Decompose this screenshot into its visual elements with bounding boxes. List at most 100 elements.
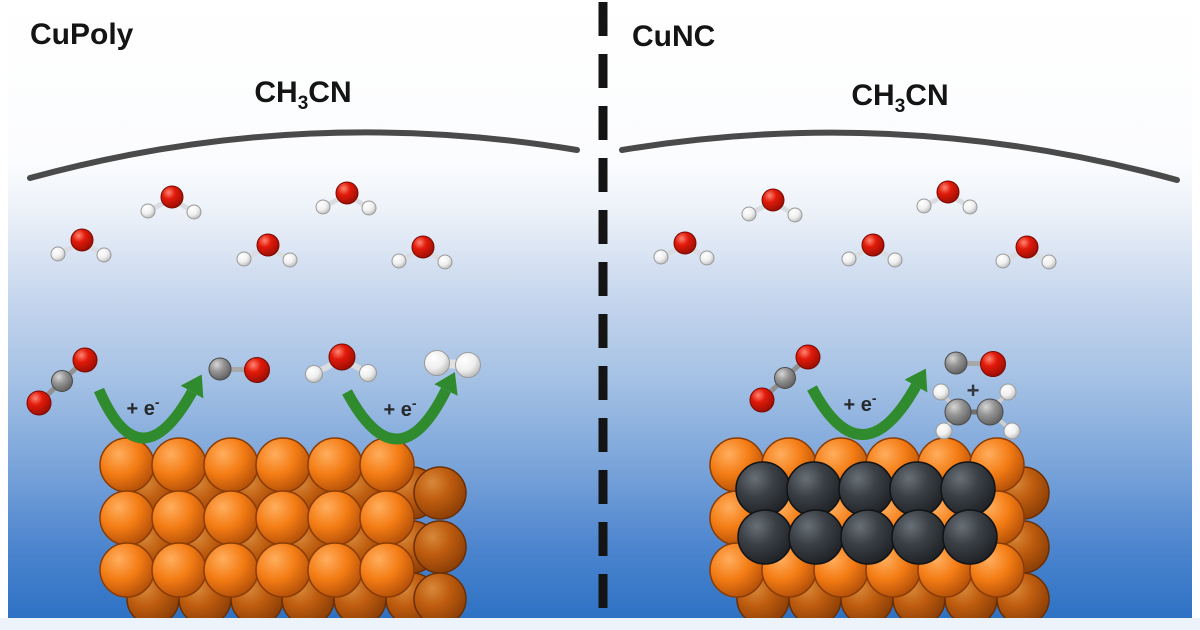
dark-atom	[786, 461, 842, 517]
dark-atom	[840, 509, 896, 565]
hydrogen-atom	[361, 200, 377, 216]
oxygen-atom	[244, 357, 270, 383]
hydrogen-atom	[699, 250, 715, 266]
plus-sign: +	[967, 378, 980, 403]
panel-cunc: CuNC CH3CN + e- +	[632, 20, 1057, 626]
dark-atom	[942, 509, 998, 565]
hydrogen-atom	[999, 383, 1017, 401]
water-molecule	[140, 185, 202, 220]
solvent-pre: CH	[254, 76, 297, 109]
hydrogen-atom	[787, 207, 803, 223]
copper-atom	[255, 437, 311, 493]
copper-atom	[307, 437, 363, 493]
hydrogen-atom	[935, 422, 953, 440]
meniscus-arc-left	[27, 129, 580, 181]
oxygen-atom	[980, 351, 1006, 377]
water-molecule	[305, 343, 377, 383]
co-molecule	[208, 357, 270, 383]
copper-atom	[99, 542, 155, 598]
hydrogen-atom	[96, 247, 112, 263]
hydrogen-atom	[186, 204, 202, 220]
water-molecule	[315, 181, 377, 216]
water-molecule	[236, 233, 298, 268]
arrow-curve	[807, 383, 921, 440]
solvent-post: CN	[905, 79, 948, 112]
hydrogen-atom	[962, 199, 978, 215]
arrow-curve	[342, 387, 451, 445]
co2-molecule	[26, 347, 98, 416]
carbon-atom	[208, 357, 232, 381]
electron-transfer-arrow	[807, 368, 928, 440]
dark-atom	[889, 461, 945, 517]
oxygen-atom	[1015, 235, 1039, 259]
dark-atom	[838, 461, 894, 517]
copper-atom-back	[413, 466, 467, 520]
solvent-sub: 3	[298, 93, 309, 114]
hydrogen-atom	[282, 252, 298, 268]
carbon-atom	[944, 351, 968, 375]
solvent-pre: CH	[851, 79, 894, 112]
copper-slab-right	[709, 437, 1050, 626]
hydrogen-atom	[1041, 254, 1057, 270]
arrow-head	[434, 372, 458, 396]
copper-atom	[203, 490, 259, 546]
arrow-head	[904, 368, 928, 393]
solvent-label-right: CH3CN	[851, 79, 948, 117]
carbon-atom	[976, 398, 1004, 426]
copper-atom	[307, 542, 363, 598]
panel-title-cupoly: CuPoly	[30, 18, 134, 51]
solvent-sub: 3	[895, 96, 906, 117]
oxygen-atom	[795, 344, 821, 370]
electron-label-main: + e	[383, 399, 411, 421]
hydrogen-atom	[455, 352, 481, 378]
hydrogen-atom	[424, 350, 450, 376]
dark-atom	[788, 509, 844, 565]
oxygen-atom	[72, 347, 98, 373]
hydrogen-atom	[236, 251, 252, 267]
copper-atom	[255, 490, 311, 546]
hydrogen-atom	[841, 251, 857, 267]
oxygen-atom	[936, 180, 960, 204]
panel-cupoly: CuPoly CH3CN + e- + e-	[26, 18, 481, 626]
electron-label-sup: -	[872, 390, 877, 406]
carbon-atom	[944, 398, 972, 426]
water-molecules-right	[653, 180, 1057, 270]
oxygen-atom	[26, 390, 52, 416]
oxygen-atom	[861, 233, 885, 257]
oxygen-atom	[761, 188, 785, 212]
hydrogen-atom	[932, 383, 950, 401]
hydrogen-atom	[50, 246, 66, 262]
hydrogen-atom	[653, 249, 669, 265]
copper-atom	[359, 437, 415, 493]
arrow-head	[180, 374, 204, 399]
dark-atom	[735, 461, 791, 517]
electron-label-main: + e	[126, 398, 154, 420]
hydrogen-atom	[916, 198, 932, 214]
electron-label-main: + e	[843, 394, 871, 416]
reactions-right	[749, 344, 1021, 440]
dark-atom	[891, 509, 947, 565]
copper-atom	[151, 437, 207, 493]
water-molecule	[741, 188, 803, 223]
water-molecule	[916, 180, 978, 215]
electron-transfer-arrow	[342, 372, 458, 445]
oxygen-atom	[411, 235, 435, 259]
h2-molecule	[424, 350, 481, 378]
hydrogen-atom	[140, 203, 156, 219]
reactions-left	[26, 343, 481, 445]
copper-atom	[203, 437, 259, 493]
electron-label-2: + e-	[383, 395, 416, 421]
electron-label-sup: -	[155, 394, 160, 410]
copper-atom	[359, 542, 415, 598]
hydrogen-atom	[437, 254, 453, 270]
oxygen-atom	[335, 181, 359, 205]
water-molecule	[995, 235, 1057, 270]
electron-label-sup: -	[412, 395, 417, 411]
hydrogen-atom	[359, 364, 377, 382]
arrow-curve	[93, 387, 197, 444]
oxygen-atom	[160, 185, 184, 209]
copper-atom	[151, 542, 207, 598]
copper-atom-back	[413, 572, 467, 626]
water-molecules-left	[50, 181, 453, 270]
